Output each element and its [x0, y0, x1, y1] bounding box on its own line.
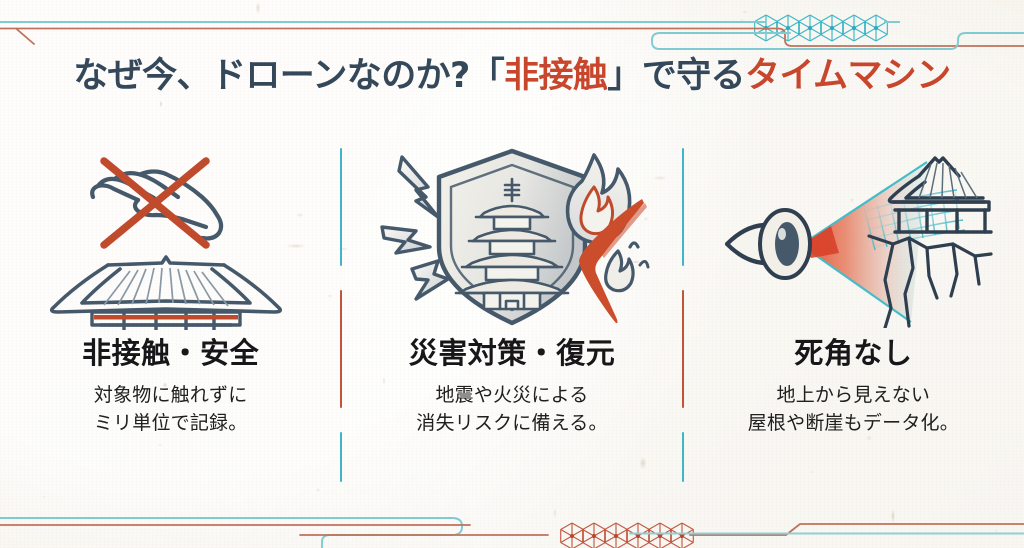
temple-red-band [93, 315, 238, 320]
desc-line: 屋根や断崖もデータ化。 [747, 411, 959, 434]
bottom-right-rules [629, 523, 1024, 536]
desc-line: 対象物に触れずに [93, 384, 248, 406]
temple-roof-tiles-3 [918, 162, 978, 198]
title-highlight-timemachine: タイムマシン [744, 56, 951, 96]
feature-column-no-blind-spot: 死角なし 地上から見えない 屋根や断崖もデータ化。 [683, 140, 1024, 490]
icon-container-1 [46, 140, 296, 335]
feature-column-no-contact: 非接触・安全 対象物に触れずに ミリ単位で記録。 [0, 140, 343, 490]
bottom-left-circuit-trace [0, 517, 549, 548]
temple-roof [49, 255, 282, 314]
eye-scan-temple-cliff-icon [725, 155, 994, 328]
temple-on-cliff [888, 155, 994, 234]
bottom-asanoha-band [560, 522, 694, 548]
title-container: なぜ今、ドローンなのか?「非接触」で守るタイムマシン [0, 56, 1024, 96]
roof-tiles [102, 267, 229, 307]
column-divider-2 [681, 140, 684, 490]
top-left-rules [0, 21, 706, 45]
red-slash-mark [578, 198, 647, 323]
cliff [867, 233, 993, 328]
eye-icon [725, 207, 813, 280]
column-description-2: 地震や火災による 消失リスクに備える。 [416, 382, 607, 437]
feature-columns: 非接触・安全 対象物に触れずに ミリ単位で記録。 [0, 140, 1024, 490]
column-description-3: 地上から見えない 屋根や断崖もデータ化。 [748, 382, 959, 437]
title-bracket-open: 「 [469, 56, 505, 96]
no-touch-temple-icon [49, 157, 282, 330]
icon-container-2 [372, 140, 652, 335]
column-divider-1 [340, 140, 343, 490]
column-heading-3: 死角なし [794, 336, 913, 370]
feature-column-disaster: 災害対策・復元 地震や火災による 消失リスクに備える。 [341, 140, 684, 490]
red-cross-mark [99, 157, 210, 249]
column-description-1: 対象物に触れずに ミリ単位で記録。 [94, 382, 248, 437]
desc-line: ミリ単位で記録。 [93, 411, 248, 434]
top-asanoha-band [706, 14, 900, 42]
desc-line: 消失リスクに備える。 [416, 411, 608, 434]
column-heading-1: 非接触・安全 [82, 336, 260, 370]
shield-pagoda-disaster-icon [380, 148, 650, 325]
top-right-circuit-trace [519, 27, 1024, 50]
icon-container-3 [713, 140, 994, 335]
page-title: なぜ今、ドローンなのか?「非接触」で守るタイムマシン [0, 56, 1024, 96]
desc-line: 地震や火災による [435, 384, 589, 406]
title-highlight-hisesshoku: 非接触 [504, 56, 608, 96]
title-part1: なぜ今、ドローンなのか? [73, 56, 470, 96]
lightning-bolts [380, 154, 450, 301]
desc-line: 地上から見えない [776, 384, 931, 406]
title-bracket-close: 」 [607, 56, 642, 96]
title-part2: で守る [641, 56, 746, 96]
column-heading-2: 災害対策・復元 [408, 336, 616, 370]
pagoda-icon [454, 177, 570, 310]
